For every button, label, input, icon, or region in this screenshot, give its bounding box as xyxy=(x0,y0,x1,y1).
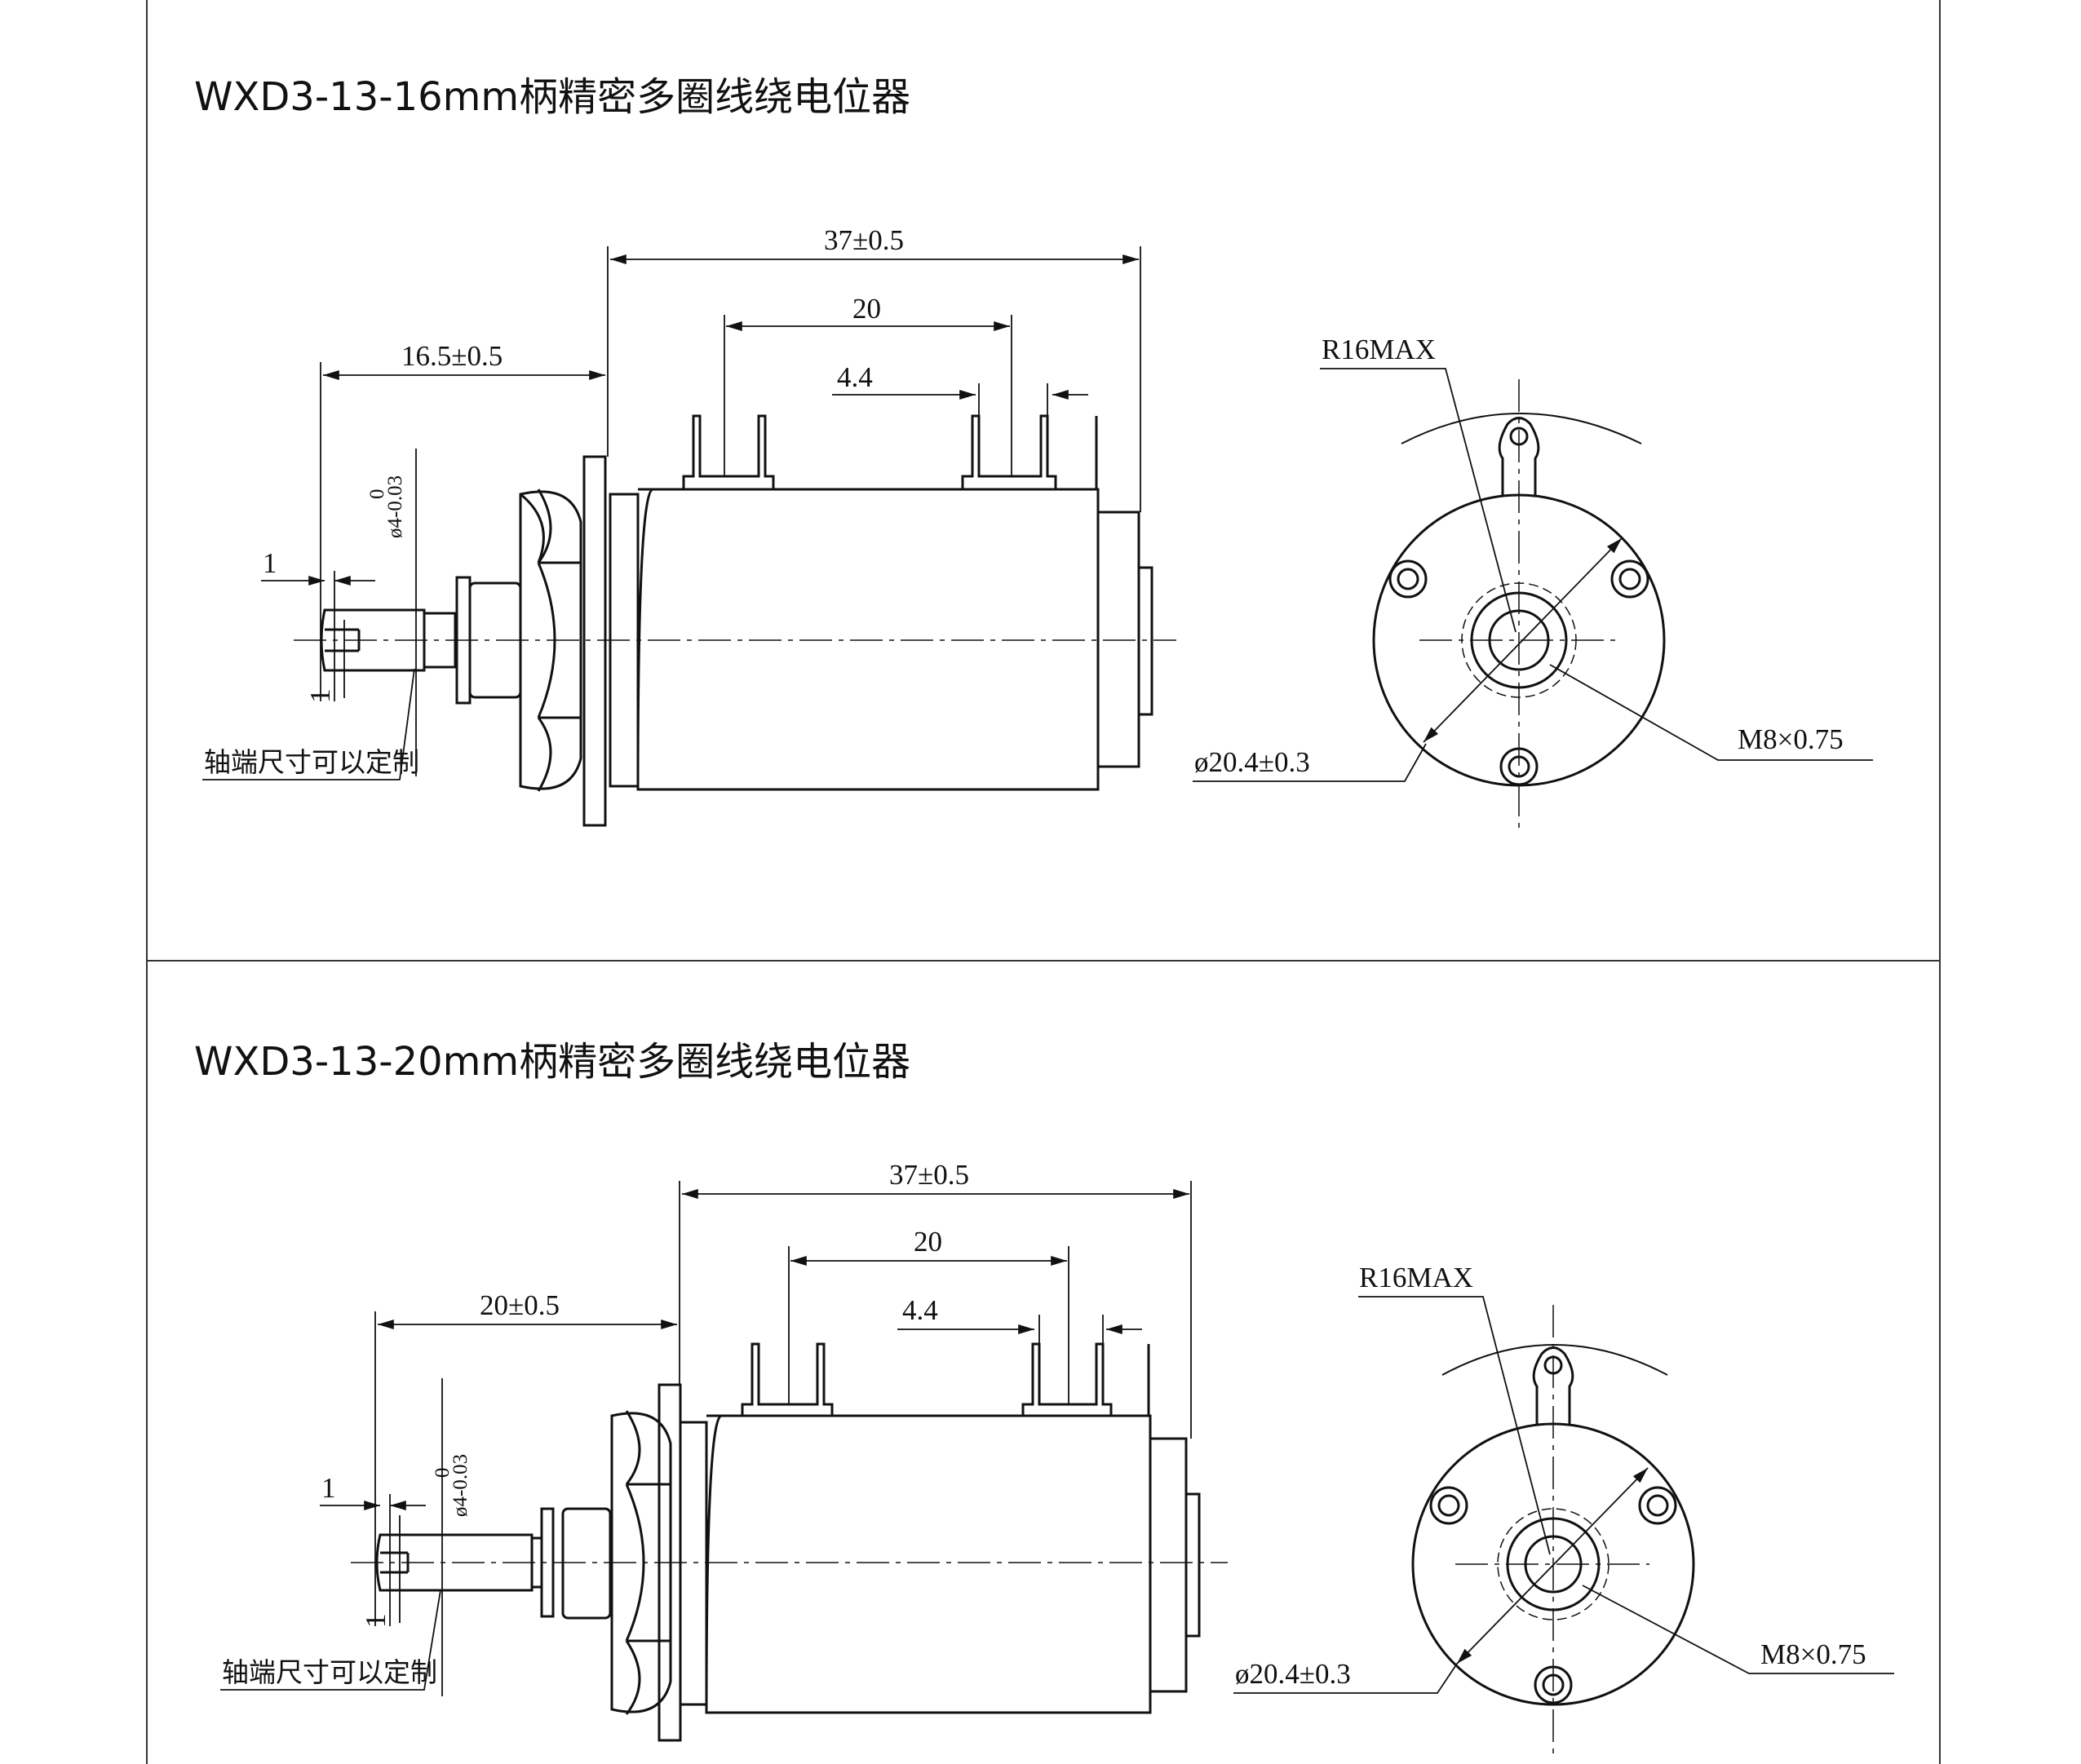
slot-depth-label: 1 xyxy=(304,689,336,704)
front-view-dimensions xyxy=(1233,1296,1894,1694)
front-view-labels: R16MAX ø20.4±0.3 M8×0.75 xyxy=(1194,334,1844,778)
body-diameter-label: ø20.4±0.3 xyxy=(1235,1658,1351,1690)
shaft-length-label: 16.5±0.5 xyxy=(401,340,503,372)
thread-label: M8×0.75 xyxy=(1760,1638,1866,1670)
body-diameter-label: ø20.4±0.3 xyxy=(1194,746,1310,778)
shaft-diameter-tol: 0 xyxy=(432,1468,454,1479)
panel-16mm: WXD3-13-16mm柄精密多圈线绕电位器 xyxy=(194,74,1873,832)
side-view-dimensions xyxy=(202,246,1141,780)
side-view-labels: 37±0.5 20 4.4 16.5±0.5 ø4-0.03 0 1 1 轴端尺… xyxy=(204,224,904,778)
side-view-labels: 37±0.5 20 4.4 20±0.5 ø4-0.03 0 1 1 轴端尺寸可… xyxy=(222,1159,969,1688)
radius-max-label: R16MAX xyxy=(1359,1262,1473,1293)
front-view-dimensions xyxy=(1193,368,1873,782)
shaft-diameter-tol: 0 xyxy=(366,489,388,500)
page-frame xyxy=(146,0,1941,1764)
terminal-spacing-label: 20 xyxy=(914,1226,942,1258)
shaft-length-label: 20±0.5 xyxy=(480,1289,560,1321)
slot-width-label: 1 xyxy=(263,547,277,579)
shaft-diameter-label: ø4-0.03 xyxy=(384,475,406,538)
shaft-diameter-label: ø4-0.03 xyxy=(449,1454,472,1517)
slot-width-label: 1 xyxy=(321,1472,336,1504)
front-view xyxy=(1411,1305,1695,1753)
overall-length-label: 37±0.5 xyxy=(889,1159,969,1191)
shaft-note: 轴端尺寸可以定制 xyxy=(204,746,419,778)
terminal-spacing-label: 20 xyxy=(852,293,881,325)
thread-label: M8×0.75 xyxy=(1738,723,1844,755)
front-view-labels: R16MAX ø20.4±0.3 M8×0.75 xyxy=(1235,1262,1866,1690)
side-view-dimensions xyxy=(220,1181,1192,1696)
terminal-width-label: 4.4 xyxy=(902,1294,938,1326)
side-view xyxy=(351,1342,1228,1742)
panel-title: WXD3-13-20mm柄精密多圈线绕电位器 xyxy=(194,1039,910,1085)
front-view xyxy=(1372,379,1666,832)
panel-20mm: WXD3-13-20mm柄精密多圈线绕电位器 xyxy=(194,1039,1894,1753)
panel-title: WXD3-13-16mm柄精密多圈线绕电位器 xyxy=(194,74,910,120)
shaft-note: 轴端尺寸可以定制 xyxy=(222,1656,437,1688)
overall-length-label: 37±0.5 xyxy=(824,224,904,256)
terminal-width-label: 4.4 xyxy=(837,361,873,393)
side-view xyxy=(294,414,1176,827)
radius-max-label: R16MAX xyxy=(1322,334,1436,365)
slot-depth-label: 1 xyxy=(360,1614,392,1629)
